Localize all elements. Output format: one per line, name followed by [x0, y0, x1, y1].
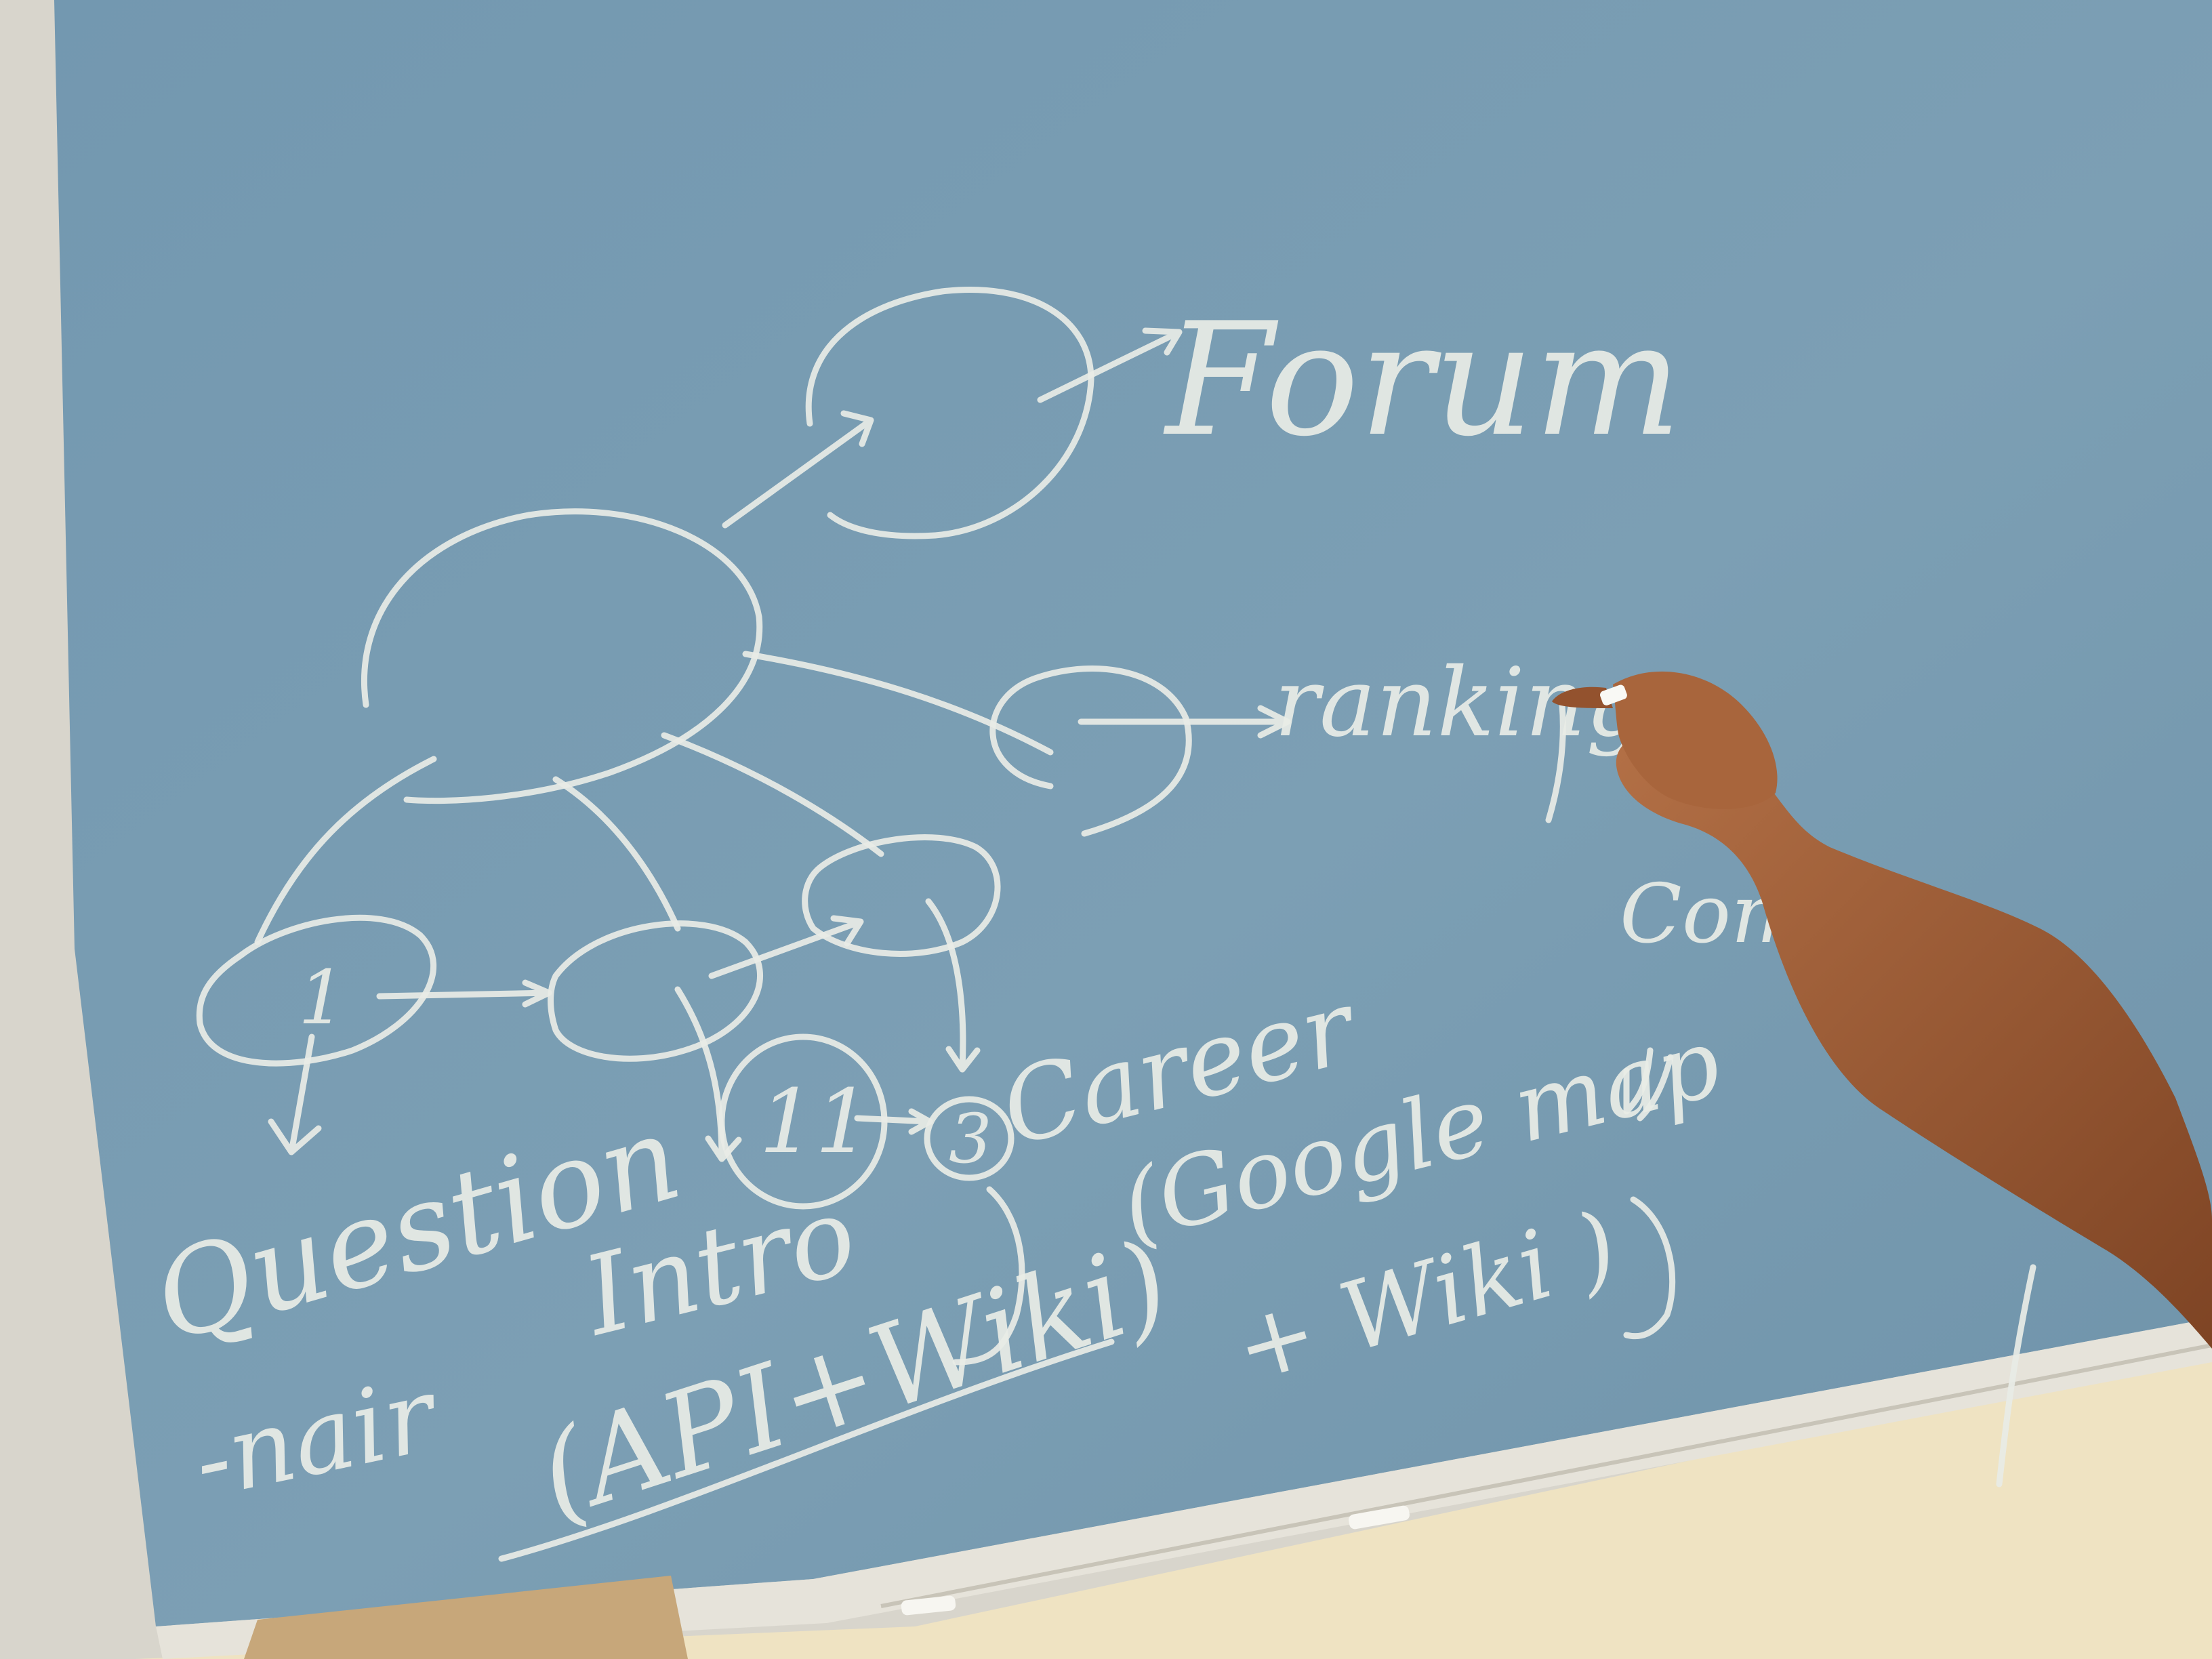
- arrow-forum-out: [1037, 327, 1183, 403]
- chalk-diagram: [196, 287, 2102, 1562]
- fingers: [1552, 687, 1613, 708]
- arm-and-hand: [1552, 671, 2212, 1349]
- ranking-node: [989, 665, 1192, 837]
- node-1-number: 1: [298, 954, 346, 1041]
- edge-to-ranking: [742, 651, 1054, 756]
- arrow-to-forum: [722, 410, 874, 529]
- hand: [1613, 671, 1778, 809]
- intro-node: [548, 920, 764, 1062]
- node-3-top: [802, 834, 1001, 957]
- chalk-piece: [1349, 1505, 1410, 1530]
- edge-to-intro: [552, 776, 681, 932]
- arrow-intro-to-node3: [708, 915, 864, 979]
- underline: [498, 1338, 1115, 1562]
- arm: [1616, 729, 2212, 1349]
- eraser: [244, 1576, 688, 1659]
- main-node: [361, 508, 763, 804]
- edge-to-node-3: [661, 732, 884, 857]
- node-11-number: 11: [759, 1070, 871, 1173]
- node-3-number: 3: [949, 1099, 992, 1179]
- edge-to-node-1: [254, 756, 437, 945]
- arrow-to-ranking: [1078, 705, 1291, 739]
- node-3-small: [924, 1096, 1015, 1181]
- node-1: [196, 914, 436, 1067]
- forum-node: [805, 287, 1094, 539]
- arrow-node3-down: [925, 898, 981, 1073]
- chalk-piece: [901, 1595, 956, 1616]
- arrow-to-question: [268, 1033, 322, 1155]
- label-forum: Forum: [1163, 290, 1682, 471]
- chalk-in-hand: [1600, 684, 1627, 705]
